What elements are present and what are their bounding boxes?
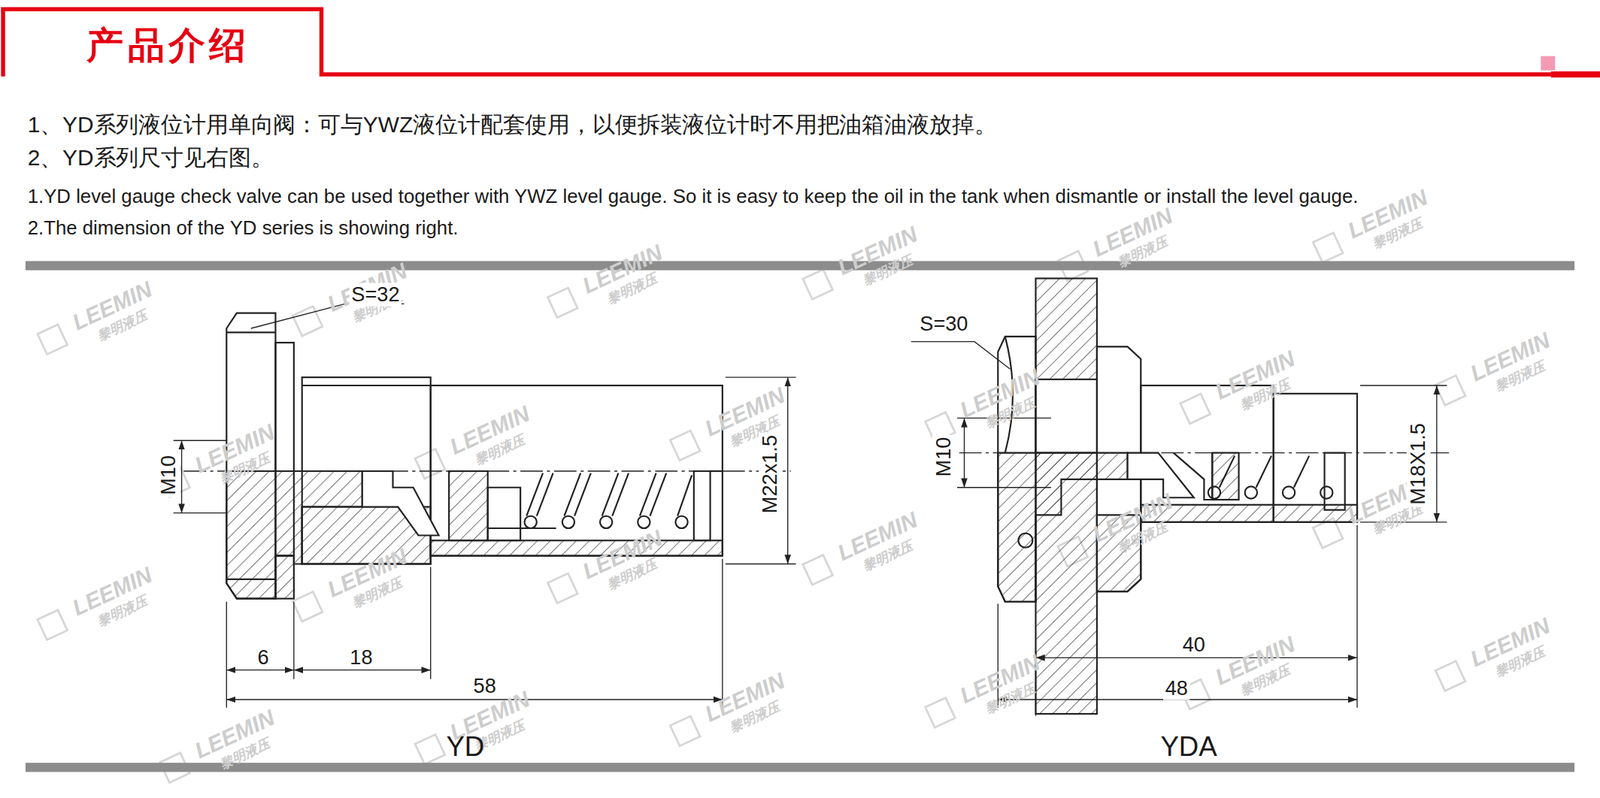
header-bar — [1551, 71, 1600, 78]
thread-dimension: M10 — [932, 435, 956, 479]
thread-dimension: M10 — [156, 453, 180, 497]
watermark-logo — [292, 591, 323, 622]
yda-drawing — [911, 278, 1449, 716]
intro-text: 2.The dimension of the YD series is show… — [27, 217, 459, 240]
length-dimension: 48 — [1163, 676, 1191, 700]
intro-text: 1.YD level gauge check valve can be used… — [27, 185, 1359, 209]
header-frame — [3, 9, 1600, 77]
watermark-logo — [1435, 661, 1466, 692]
watermark-logo — [415, 734, 446, 765]
watermark-logo — [1312, 233, 1343, 264]
size-label: S=30 — [918, 312, 971, 337]
length-dimension: 6 — [255, 646, 272, 670]
size-label: S=32 — [349, 283, 403, 307]
length-dimension: 18 — [348, 646, 376, 670]
thread-dimension: M18X1.5 — [1406, 421, 1431, 507]
intro-text: 2、YD系列尺寸见右图。 — [27, 145, 274, 171]
watermark-logo — [1180, 393, 1211, 425]
watermark-logo — [37, 610, 68, 641]
page-title: 产品介绍 — [86, 21, 250, 71]
watermark-logo — [925, 698, 956, 729]
watermark-logo — [37, 324, 68, 355]
header-square — [1540, 56, 1555, 71]
watermark-logo — [547, 573, 578, 604]
length-dimension: 40 — [1180, 633, 1208, 657]
watermark-logo — [803, 269, 834, 300]
watermark-logo — [669, 716, 700, 747]
model-name: YD — [445, 732, 485, 764]
watermark-logo — [669, 430, 700, 461]
intro-text: 1、YD系列液位计用单向阀：可与YWZ液位计配套使用，以便拆装液位计时不用把油箱… — [27, 111, 997, 137]
divider-bar — [25, 260, 1575, 270]
length-dimension: 58 — [471, 675, 499, 699]
divider-bar — [25, 763, 1575, 773]
watermark-logo — [803, 555, 834, 586]
model-name: YDA — [1160, 732, 1217, 764]
yd-drawing — [173, 303, 797, 708]
watermark-logo — [547, 287, 578, 319]
thread-dimension: M22x1.5 — [758, 433, 782, 516]
watermark-logo — [1435, 375, 1466, 407]
